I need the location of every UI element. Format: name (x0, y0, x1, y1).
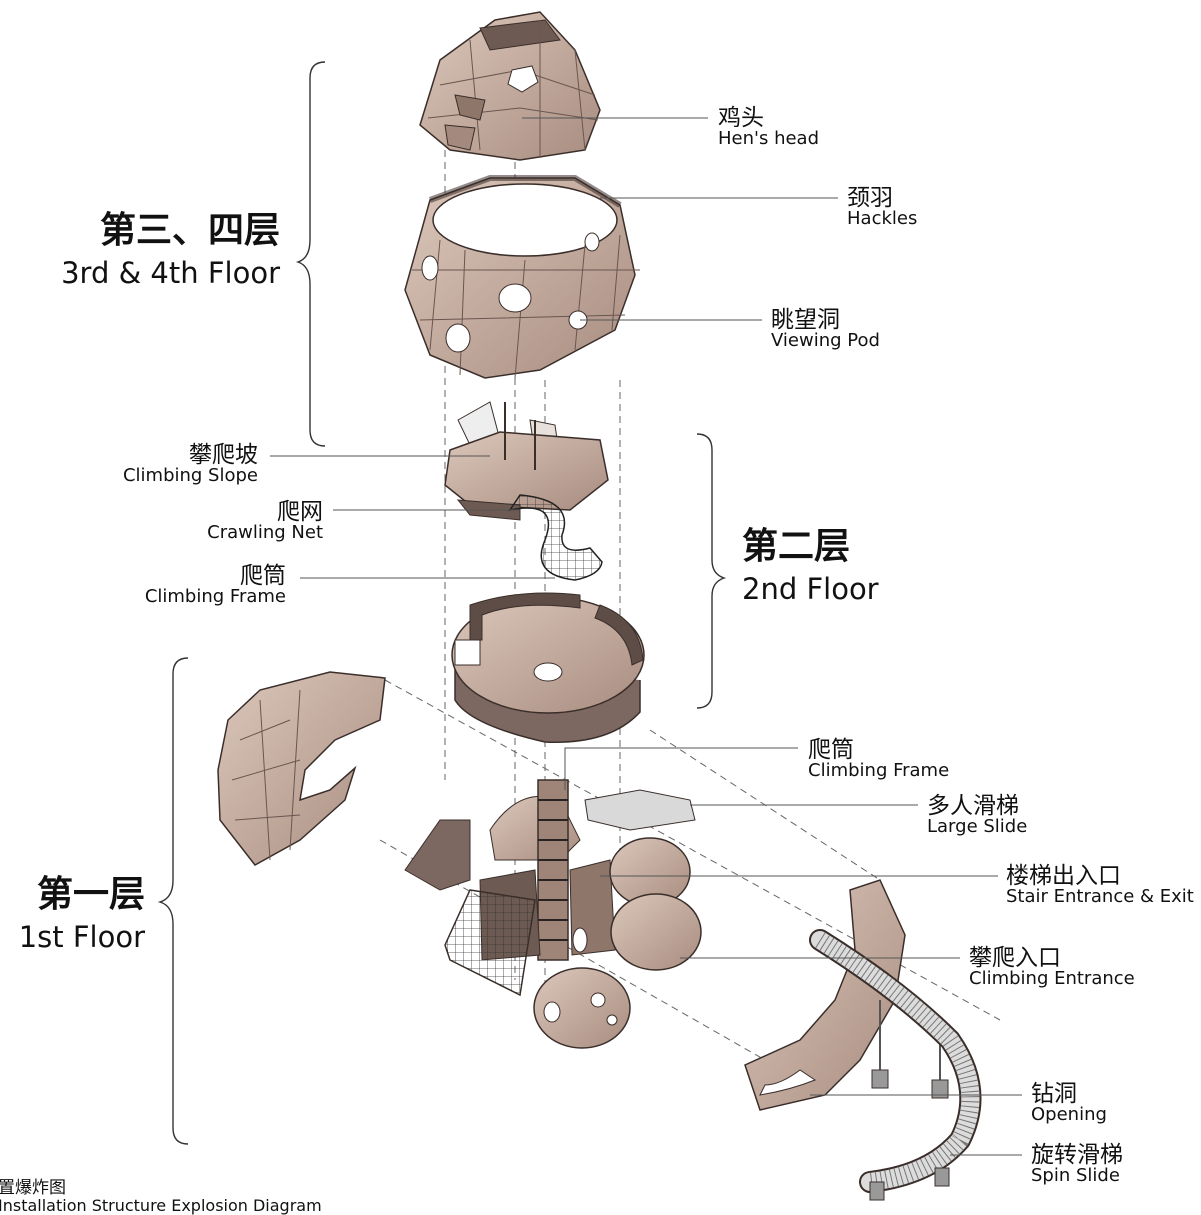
label-hackles: 颈羽 Hackles (847, 186, 917, 229)
label-en: Opening (1031, 1104, 1107, 1126)
label-zh: 爬网 (277, 499, 323, 525)
floor-title-zh: 第三、四层 (99, 210, 280, 251)
label-climbing-frame-second: 爬筒 Climbing Frame (86, 564, 286, 607)
label-stair-entrance: 楼梯出入口 Stair Entrance & Exit (1006, 864, 1194, 907)
label-en: Climbing Entrance (969, 968, 1135, 990)
label-zh: 钻洞 (1031, 1081, 1077, 1107)
brace-first (157, 657, 189, 1145)
label-climbing-slope: 攀爬坡 Climbing Slope (60, 443, 258, 486)
label-zh: 爬筒 (240, 563, 286, 589)
diagram-caption: 置爆炸图 Installation Structure Explosion Di… (0, 1178, 322, 1215)
label-climbing-entrance: 攀爬入口 Climbing Entrance (969, 946, 1135, 989)
floor-title-en: 1st Floor (18, 919, 145, 954)
crawling-net-shape (508, 494, 603, 581)
hens-head-shape (419, 11, 601, 161)
brace-second (696, 433, 727, 709)
floor-label-first: 第一层 1st Floor (0, 874, 145, 954)
label-en: Climbing Frame (144, 586, 286, 608)
leader-lines (270, 117, 1022, 1156)
climbing-slope-platform (444, 401, 609, 521)
label-en: Stair Entrance & Exit (1006, 886, 1194, 908)
label-en: Hen's head (718, 128, 820, 150)
label-en: Climbing Frame (808, 760, 950, 782)
wing-shell (217, 671, 386, 866)
label-en: Hackles (847, 208, 918, 230)
floor-title-zh: 第一层 (36, 874, 145, 915)
label-zh: 攀爬坡 (189, 442, 258, 468)
label-en: Spin Slide (1031, 1165, 1120, 1187)
caption-zh: 置爆炸图 (0, 1178, 66, 1198)
label-en: Climbing Slope (122, 465, 258, 487)
label-spin-slide: 旋转滑梯 Spin Slide (1031, 1143, 1123, 1186)
label-zh: 鸡头 (718, 105, 764, 131)
second-floor-deck (451, 592, 645, 743)
floor-title-en: 3rd & 4th Floor (61, 255, 280, 290)
brace-third-fourth (295, 61, 326, 447)
floor-title-zh: 第二层 (742, 526, 851, 567)
label-zh: 多人滑梯 (927, 793, 1019, 819)
label-en: Large Slide (927, 816, 1028, 838)
label-zh: 颈羽 (847, 185, 893, 211)
label-zh: 楼梯出入口 (1006, 863, 1121, 889)
floor-label-third-fourth: 第三、四层 3rd & 4th Floor (40, 210, 280, 290)
label-en: Crawling Net (207, 522, 323, 544)
label-climbing-frame-first: 爬筒 Climbing Frame (808, 738, 949, 781)
label-en: Viewing Pod (771, 330, 880, 352)
label-zh: 旋转滑梯 (1031, 1142, 1123, 1168)
caption-en: Installation Structure Explosion Diagram (0, 1195, 322, 1215)
label-opening: 钻洞 Opening (1031, 1082, 1107, 1125)
hackles-shape (404, 175, 640, 379)
spin-slide-shape (809, 929, 982, 1201)
label-hens-head: 鸡头 Hen's head (718, 106, 819, 149)
label-viewing-pod: 眺望洞 Viewing Pod (771, 308, 880, 351)
label-zh: 爬筒 (808, 737, 854, 763)
tail-shell (744, 879, 949, 1111)
floor-title-en: 2nd Floor (742, 571, 879, 606)
label-crawling-net: 爬网 Crawling Net (120, 500, 323, 543)
label-large-slide: 多人滑梯 Large Slide (927, 794, 1027, 837)
floor-label-second: 第二层 2nd Floor (742, 526, 982, 606)
label-zh: 攀爬入口 (969, 945, 1061, 971)
first-floor-core (404, 779, 696, 997)
egg-pods (533, 837, 702, 1049)
label-zh: 眺望洞 (771, 307, 840, 333)
